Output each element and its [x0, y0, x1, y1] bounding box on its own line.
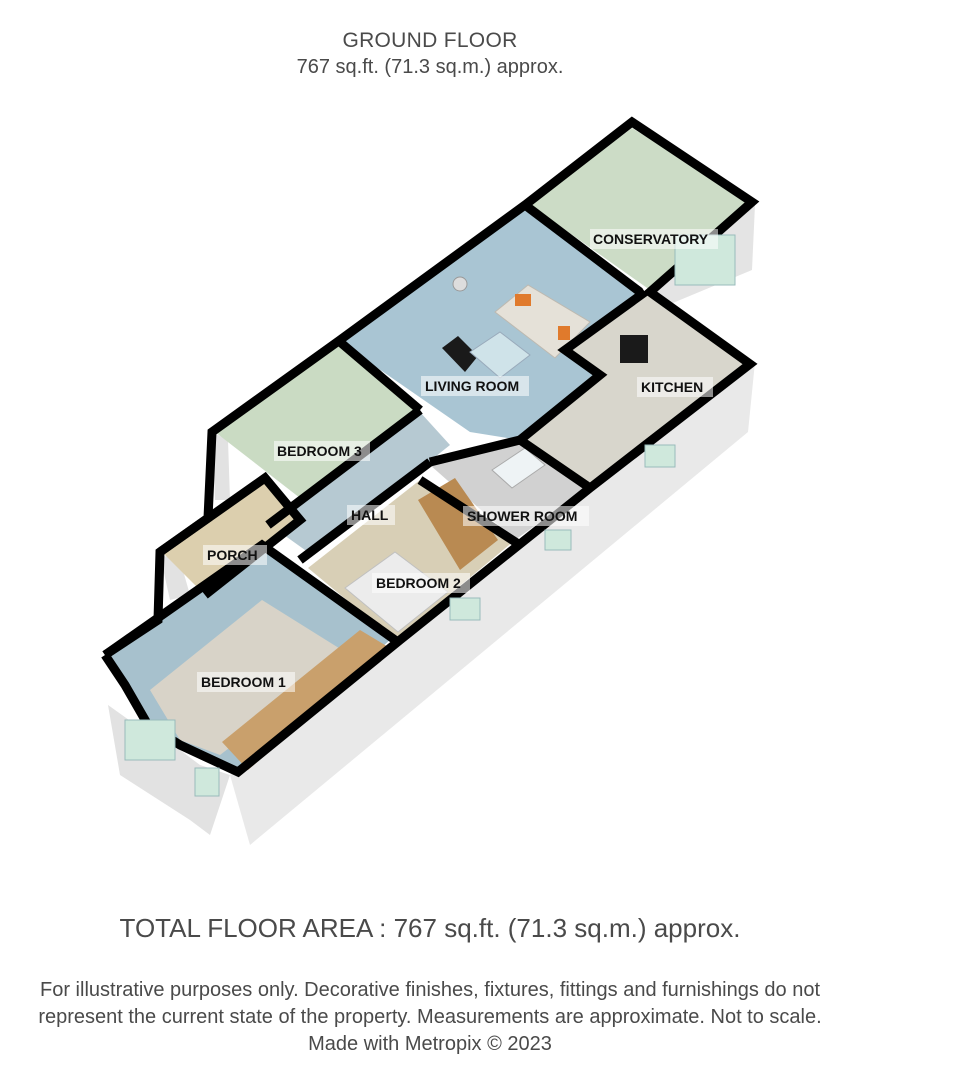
- conservatory-label: CONSERVATORY: [593, 231, 709, 247]
- kitchen-partition: [512, 288, 648, 492]
- shower-room-label: SHOWER ROOM: [467, 508, 577, 524]
- label-bg: [203, 545, 267, 565]
- tv-unit-icon: [442, 336, 478, 372]
- floor-lamp-icon: [452, 276, 468, 292]
- cushion-icon: [515, 294, 531, 306]
- bedroom-2-wardrobe: [418, 478, 498, 570]
- shower-icon: [491, 447, 546, 489]
- hall-label: HALL: [351, 507, 389, 523]
- label-bg: [637, 377, 713, 397]
- window-icon: [194, 767, 220, 797]
- porch-label: PORCH: [207, 547, 258, 563]
- exterior-wall-bed3: [212, 432, 230, 500]
- floor-area: 767 sq.ft. (71.3 sq.m.) approx.: [296, 56, 564, 78]
- disclaimer: For illustrative purposes only. Decorati…: [0, 977, 860, 1058]
- shower-room-partition: [428, 435, 522, 467]
- label-bg: [347, 505, 395, 525]
- label-bg: [421, 376, 529, 396]
- cooker-icon: [620, 335, 648, 363]
- label-bg: [197, 672, 295, 692]
- credit: Made with Metropix © 2023: [308, 1033, 552, 1055]
- porch-floor: [162, 480, 300, 595]
- bedroom-1-wood-strip: [222, 630, 390, 770]
- total-floor-area: TOTAL FLOOR AREA : 767 sq.ft. (71.3 sq.m…: [119, 913, 741, 943]
- label-bg: [274, 441, 370, 461]
- label-bg: [372, 573, 470, 593]
- bedroom-3-label: BEDROOM 3: [277, 443, 362, 459]
- cushion-icon: [558, 326, 570, 340]
- living-room-partition: [337, 338, 423, 414]
- window-icon: [544, 529, 572, 551]
- bedroom-2-label: BEDROOM 2: [376, 575, 461, 591]
- living-room-label: LIVING ROOM: [425, 378, 519, 394]
- disclaimer-line-1: For illustrative purposes only. Decorati…: [40, 979, 820, 1001]
- window-icon: [644, 444, 676, 468]
- disclaimer-line-2: represent the current state of the prope…: [38, 1006, 822, 1028]
- bedroom-3-floor: [215, 345, 420, 498]
- kitchen-label: KITCHEN: [641, 379, 703, 395]
- conservatory-partition: [522, 201, 643, 296]
- label-bg: [463, 506, 589, 526]
- living-room-floor: [340, 208, 640, 440]
- exterior-wall-front: [230, 362, 755, 845]
- label-bg: [590, 229, 718, 249]
- kitchen-floor: [520, 292, 748, 488]
- floor-header: GROUND FLOOR 767 sq.ft. (71.3 sq.m.) app…: [0, 27, 860, 81]
- room-labels: CONSERVATORY LIVING ROOM KITCHEN BEDROOM…: [197, 229, 718, 692]
- exterior-wall-porch: [160, 555, 190, 600]
- window-icon: [449, 597, 481, 621]
- window-icon: [124, 719, 176, 761]
- coffee-table-icon: [469, 331, 531, 379]
- bedroom-1-label: BEDROOM 1: [201, 674, 286, 690]
- hall-floor: [270, 412, 450, 555]
- floor-name: GROUND FLOOR: [342, 29, 518, 52]
